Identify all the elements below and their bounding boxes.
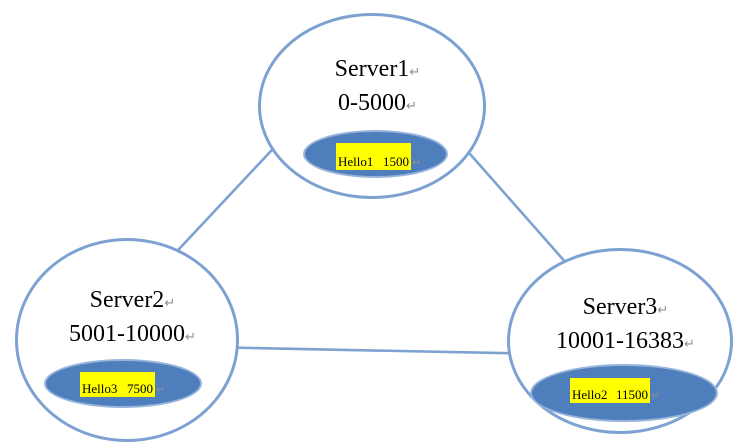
slot-value: 7500: [127, 381, 153, 396]
slot-row: Hello1 1500 ↵: [336, 143, 421, 170]
slot-ellipse: Hello3 7500 ↵: [44, 359, 202, 408]
server-title: Server2: [89, 287, 165, 313]
return-mark: ↵: [412, 156, 422, 169]
return-mark: ↵: [156, 383, 166, 396]
slot-label: Hello3 7500: [80, 372, 155, 397]
edge-server2-server3: [199, 345, 551, 356]
server-node-text: Server2↵ 5001-10000↵: [18, 285, 236, 353]
slot-row: Hello2 11500 ↵: [570, 378, 660, 403]
slot-row: Hello3 7500 ↵: [80, 372, 165, 397]
server-node-server3: Server3↵ 10001-16383↵ Hello2 11500 ↵: [507, 248, 733, 434]
server-title: Server3: [582, 294, 658, 320]
server-node-server2: Server2↵ 5001-10000↵ Hello3 7500 ↵: [15, 238, 239, 442]
server-range: 5001-10000: [69, 321, 185, 347]
slot-name: Hello2: [572, 387, 608, 402]
server-title: Server1: [334, 56, 410, 82]
server-range-line: 10001-16383↵: [556, 328, 695, 354]
server-title-line: Server3↵: [582, 294, 669, 320]
slot-ellipse: Hello2 11500 ↵: [530, 364, 718, 422]
server-range-line: 5001-10000↵: [69, 321, 196, 347]
slot-ellipse: Hello1 1500 ↵: [303, 130, 448, 178]
slot-label: Hello1 1500: [336, 143, 411, 170]
slot-value: 11500: [615, 387, 648, 402]
slot-label: Hello2 11500: [570, 378, 650, 403]
slot-value: 1500: [383, 154, 409, 169]
return-mark: ↵: [651, 389, 661, 402]
server-range-line: 0-5000↵: [338, 90, 417, 116]
server-node-text: Server3↵ 10001-16383↵: [510, 292, 730, 360]
slot-name: Hello3: [82, 381, 118, 396]
server-node-text: Server1↵ 0-5000↵: [261, 54, 483, 122]
slot-name: Hello1: [338, 154, 374, 169]
server-title-line: Server1↵: [334, 56, 421, 82]
server-node-server1: Server1↵ 0-5000↵ Hello1 1500 ↵: [258, 13, 486, 199]
server-range: 0-5000: [338, 90, 406, 116]
server-title-line: Server2↵: [89, 287, 176, 313]
server-range: 10001-16383: [556, 328, 684, 354]
